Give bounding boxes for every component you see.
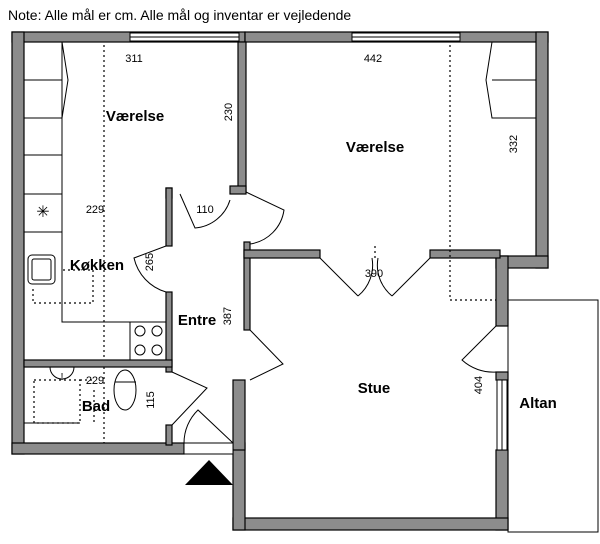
dim-110: 110 <box>196 204 214 216</box>
room-label-stue: Stue <box>358 380 391 397</box>
room-label-kokken: Køkken <box>70 257 124 274</box>
dim-442: 442 <box>364 53 382 65</box>
dim-115: 115 <box>145 391 157 409</box>
plan-note: Note: Alle mål er cm. Alle mål og invent… <box>8 7 352 23</box>
room-label-bad: Bad <box>82 398 110 415</box>
entrance-arrow-icon <box>185 460 233 485</box>
windows <box>129 32 508 455</box>
bedroom-fixtures <box>374 41 536 301</box>
svg-text:!: ! <box>61 372 64 383</box>
dim-404: 404 <box>473 376 485 394</box>
doors <box>133 191 497 485</box>
dim-265: 265 <box>144 253 156 271</box>
room-label-vaerelse-2: Værelse <box>346 139 404 156</box>
dimensions: 311 442 230 332 229 110 265 390 387 229 … <box>86 53 520 409</box>
dim-311: 311 <box>125 53 143 65</box>
dim-387: 387 <box>222 307 234 325</box>
room-label-entre: Entre <box>178 312 216 329</box>
dim-229-kitchen: 229 <box>86 204 104 216</box>
dim-229-bath: 229 <box>86 375 104 387</box>
kitchen-fixtures: ✳ <box>23 41 167 361</box>
dim-332: 332 <box>508 135 520 153</box>
dim-390: 390 <box>365 268 383 280</box>
dim-230: 230 <box>223 103 235 121</box>
balcony-outline <box>507 299 599 533</box>
room-label-altan: Altan <box>519 395 557 412</box>
stove-icon: ✳ <box>36 204 49 221</box>
bath-fixtures: ! <box>24 366 137 443</box>
room-label-vaerelse-1: Værelse <box>106 108 164 125</box>
